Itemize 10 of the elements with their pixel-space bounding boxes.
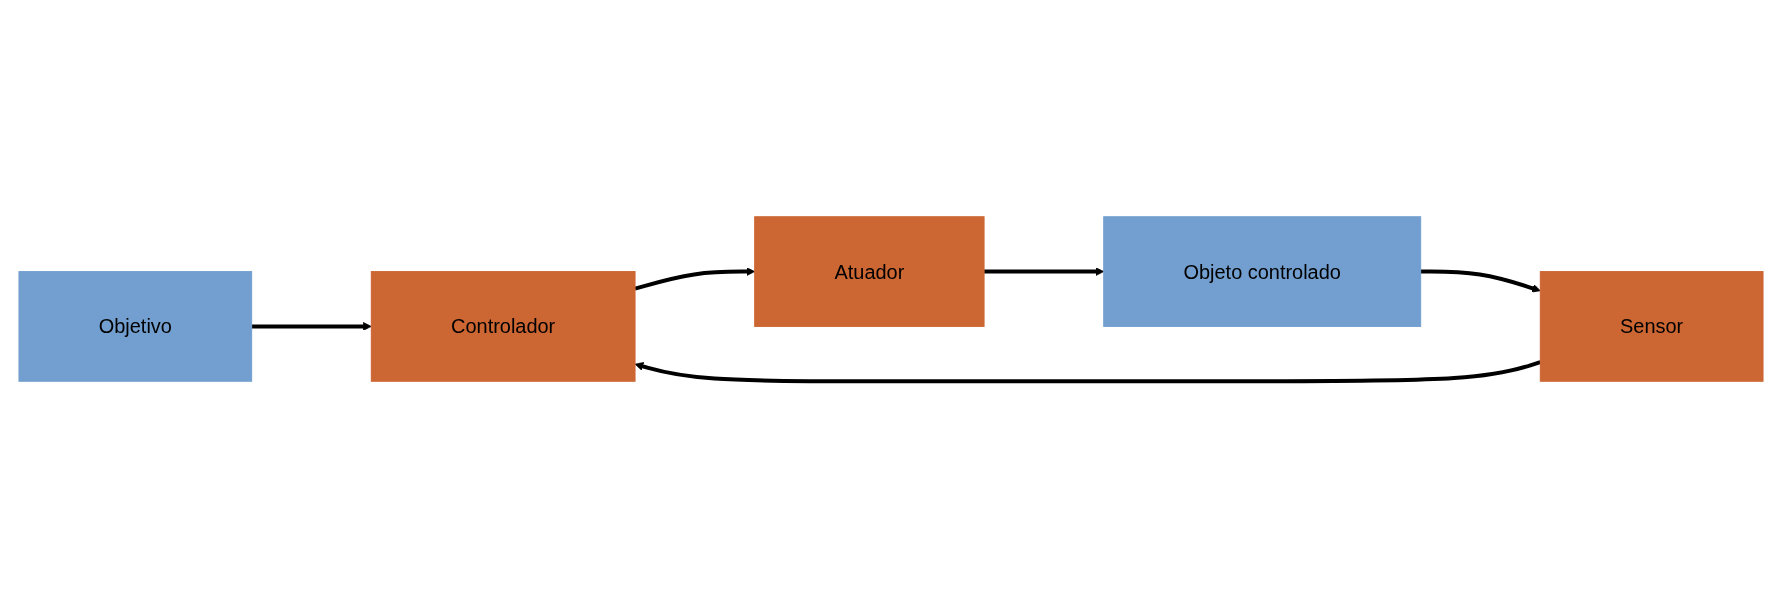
node-box: Objetivo bbox=[18, 270, 252, 382]
node-box: Atuador bbox=[753, 215, 985, 327]
arrow bbox=[634, 266, 755, 291]
arrow bbox=[983, 266, 1104, 276]
node-box: Sensor bbox=[1539, 270, 1763, 382]
node-box: Controlador bbox=[370, 270, 636, 382]
arrow bbox=[1420, 269, 1541, 292]
node-box: Objeto controlado bbox=[1102, 215, 1421, 327]
arrow bbox=[251, 321, 372, 331]
arrow bbox=[634, 359, 1541, 383]
